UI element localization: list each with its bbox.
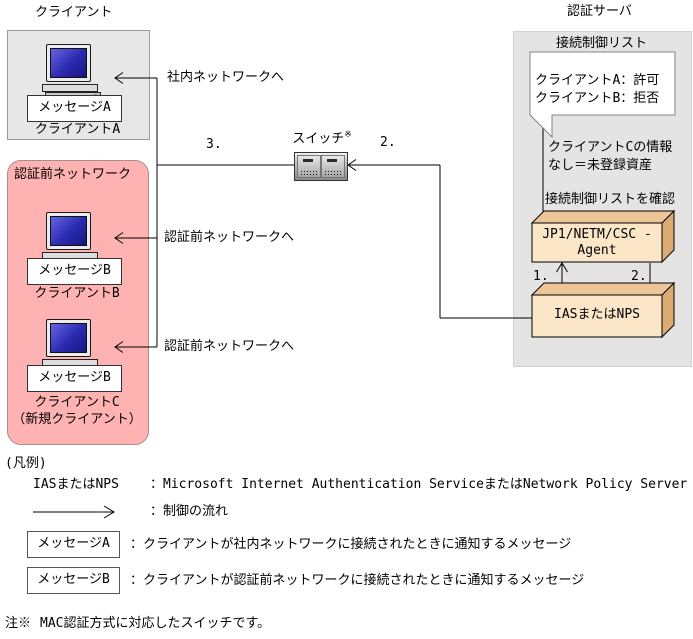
monitor-icon (46, 44, 91, 82)
legend-message-b-desc: ：クライアントが認証前ネットワークに接続されたときに通知するメッセージ (130, 573, 585, 588)
computer-base (42, 84, 98, 92)
ias-box-label: IASまたはNPS (554, 307, 640, 322)
screen (50, 48, 87, 78)
check-control-list-label: 接続制御リストを確認 (545, 192, 676, 207)
client-section-label: クライアント (35, 5, 113, 20)
monitor-icon (46, 212, 91, 250)
footnote-mark: 注※ (5, 616, 32, 631)
message-a-box: メッセージA (27, 95, 122, 122)
step-3-label: 3. (206, 137, 222, 152)
arrowhead-left (347, 159, 357, 171)
screen (50, 323, 87, 353)
footnote-text: MAC認証方式に対応したスイッチです。 (40, 616, 271, 631)
step-1-label: 1. (533, 269, 549, 284)
client-c-name: クライアントC (34, 395, 120, 410)
legend-message-a-desc: ：クライアントが社内ネットワークに接続されたときに通知するメッセージ (130, 537, 572, 552)
pre-auth-network-label: 認証前ネットワーク (14, 167, 132, 182)
switch-icon (294, 152, 348, 181)
arrowhead-right (103, 505, 115, 519)
message-b-label: メッセージB (38, 263, 111, 279)
switch-ports (300, 170, 317, 175)
screen (50, 216, 87, 246)
switch-panel-left (297, 155, 321, 178)
client-a-computer-icon (42, 44, 101, 102)
switch-ports (324, 170, 341, 175)
control-list-entry-b: クライアントB：拒否 (535, 91, 660, 106)
client-c-info-line2: なし＝未登録資産 (548, 158, 653, 173)
message-b-label: メッセージB (38, 370, 111, 386)
switch-note-mark: ※ (344, 130, 352, 140)
step-2-agent-label: 2. (631, 269, 647, 284)
switch-slot (303, 159, 313, 162)
agent-box-label: JP1/NETM/CSC - Agent (542, 227, 652, 258)
legend-flow-desc: ：制御の流れ (150, 504, 229, 519)
client-c-subname: （新規クライアント） (12, 412, 142, 427)
control-list-title: 接続制御リスト (555, 36, 647, 51)
legend-title: (凡例) (5, 456, 47, 471)
switch-slot (327, 159, 337, 162)
to-preauth-network-label-c: 認証前ネットワークへ (164, 339, 295, 354)
to-internal-network-label: 社内ネットワークへ (167, 70, 285, 85)
monitor-icon (46, 319, 91, 357)
message-b-box-client-c: メッセージB (27, 365, 122, 392)
pre-auth-network-box (7, 160, 149, 445)
message-b-box-client-b: メッセージB (27, 258, 122, 285)
legend-message-b-box: メッセージB (27, 567, 120, 594)
legend-ias-symbol: IASまたはNPS (33, 477, 119, 492)
step-2-switch-label: 2. (380, 135, 396, 150)
switch-panel-right (321, 155, 345, 178)
to-preauth-network-label-b: 認証前ネットワークへ (164, 230, 295, 245)
control-list-entry-a: クライアントA：許可 (535, 73, 660, 88)
legend-ias-desc: ：Microsoft Internet Authentication Servi… (150, 477, 688, 492)
client-a-name: クライアントA (34, 122, 121, 137)
legend-message-a-box: メッセージA (27, 531, 120, 558)
client-b-name: クライアントB (34, 286, 120, 301)
client-c-info-line1: クライアントCの情報 (548, 140, 673, 155)
switch-label: スイッチ※ (292, 130, 352, 147)
auth-server-section-label: 認証サーバ (567, 4, 632, 19)
message-a-label: メッセージA (38, 100, 111, 116)
